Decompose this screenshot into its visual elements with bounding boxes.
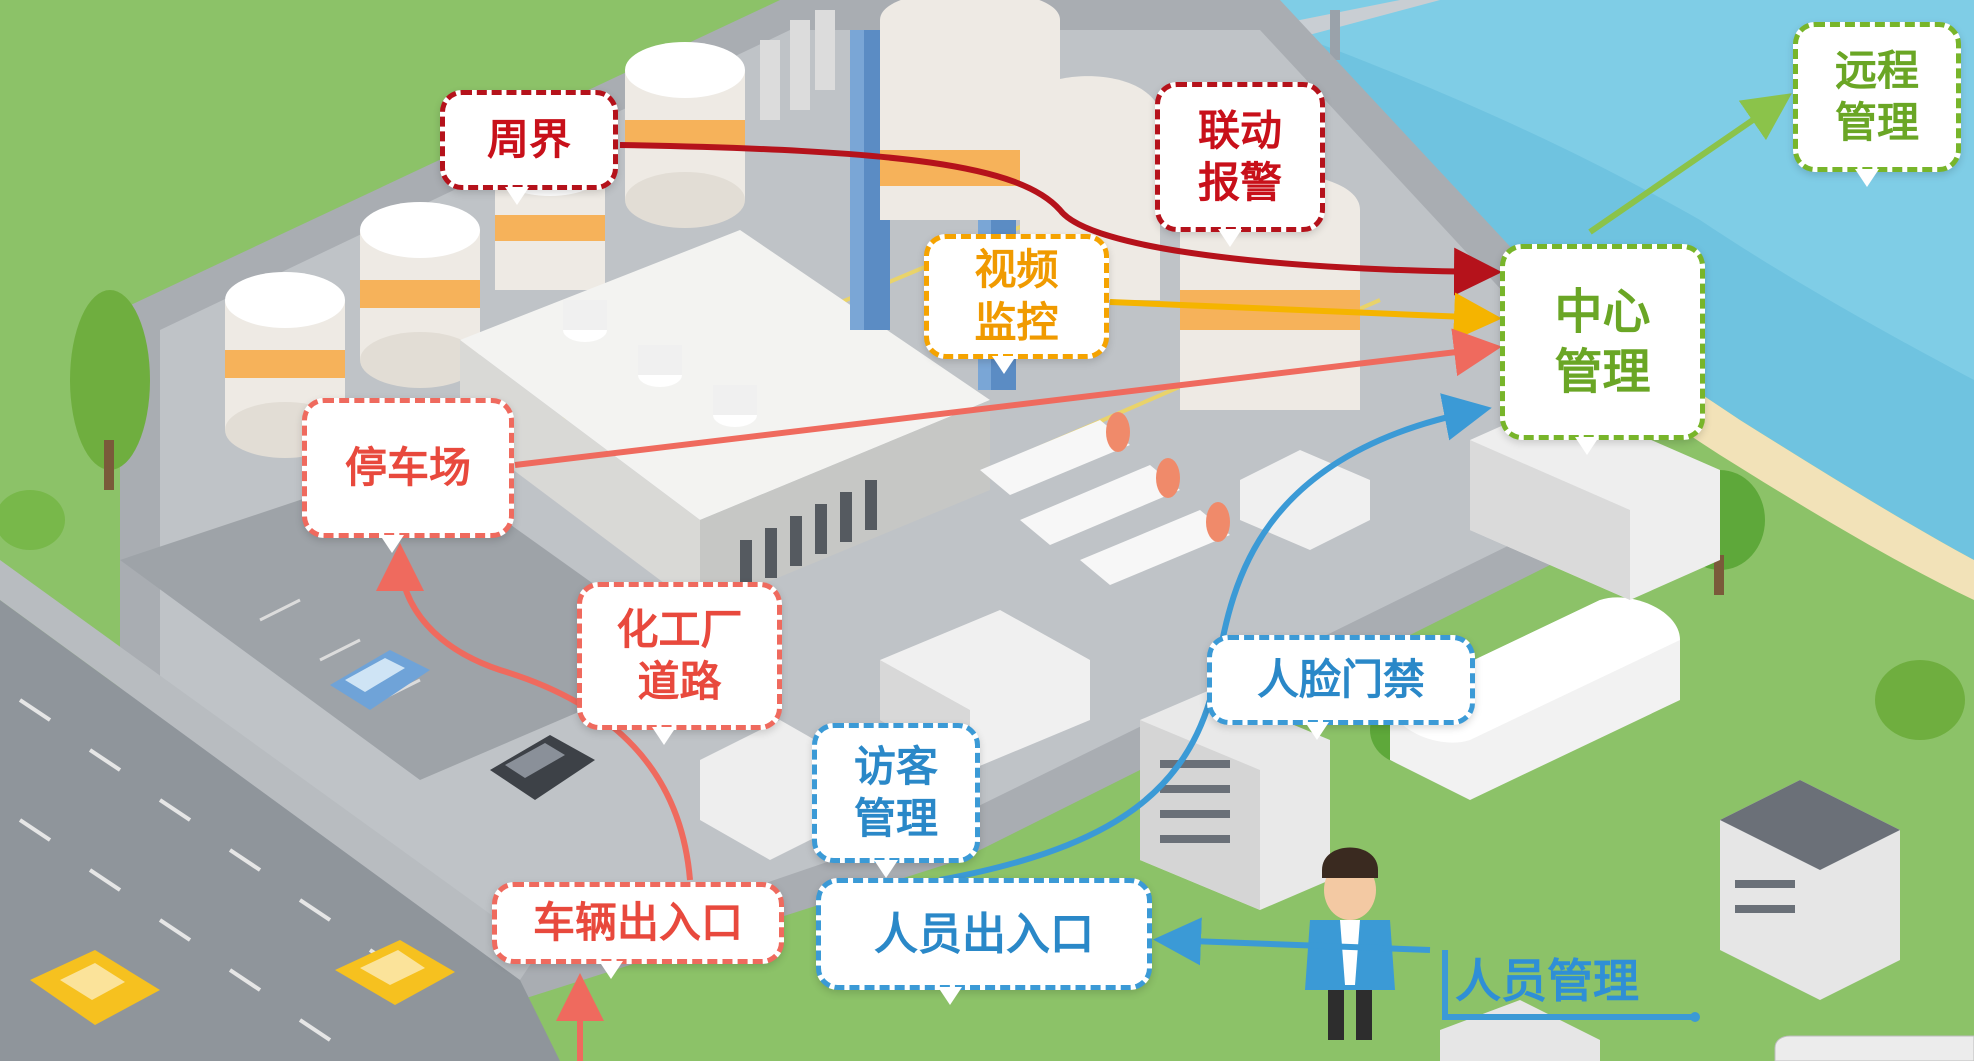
label-personnel-management-text: 人员管理 <box>1455 954 1639 1008</box>
arrow-video-to-center <box>1109 292 1502 341</box>
label-parking-lot[interactable]: 停车场 <box>302 398 514 553</box>
label-video-surveillance[interactable]: 视频 监控 <box>924 234 1109 374</box>
label-perimeter[interactable]: 周界 <box>440 90 618 205</box>
car-blue <box>330 650 430 710</box>
arrow-parking-to-center <box>514 328 1502 468</box>
label-chemical-plant-road-text: 化工厂 道路 <box>616 604 743 707</box>
label-face-access-control-text: 人脸门禁 <box>1256 654 1425 704</box>
label-video-surveillance-text: 视频 监控 <box>974 245 1059 347</box>
taxi-2 <box>335 940 455 1005</box>
label-vehicle-entrance[interactable]: 车辆出入口 <box>492 882 784 979</box>
arrow-vehicle-to-parking <box>376 543 693 881</box>
corner-widget <box>1774 1035 1974 1061</box>
label-vehicle-entrance-text: 车辆出入口 <box>532 897 743 947</box>
horizontal-tanks <box>980 412 1230 585</box>
label-central-management[interactable]: 中心 管理 <box>1500 244 1705 455</box>
office-buildings <box>1140 400 1900 1061</box>
person-figure <box>1305 847 1395 1040</box>
label-visitor-management-text: 访客 管理 <box>853 741 938 844</box>
label-perimeter-text: 周界 <box>486 114 571 164</box>
label-personnel-entrance[interactable]: 人员出入口 <box>816 878 1152 1005</box>
arrow-management-to-entrance <box>1165 940 1695 1020</box>
label-central-management-text: 中心 管理 <box>1554 284 1651 400</box>
label-parking-lot-text: 停车场 <box>344 442 471 492</box>
main-factory <box>460 230 990 610</box>
label-chemical-plant-road[interactable]: 化工厂 道路 <box>577 582 782 745</box>
taxi-1 <box>30 950 160 1025</box>
label-face-access-control[interactable]: 人脸门禁 <box>1207 635 1475 740</box>
arrow-perimeter-to-center <box>619 142 1502 296</box>
label-visitor-management[interactable]: 访客 管理 <box>812 723 980 878</box>
label-linkage-alarm[interactable]: 联动 报警 <box>1155 82 1325 247</box>
car-dark <box>490 735 595 800</box>
label-remote-management[interactable]: 远程 管理 <box>1793 22 1961 187</box>
arrow-center-to-remote <box>1588 93 1792 235</box>
label-personnel-entrance-text: 人员出入口 <box>874 908 1094 960</box>
label-remote-management-text: 远程 管理 <box>1834 45 1919 148</box>
line-end-dot <box>1690 1012 1700 1022</box>
label-linkage-alarm-text: 联动 报警 <box>1197 105 1282 208</box>
label-personnel-management[interactable]: 人员管理 <box>1455 945 1639 1011</box>
